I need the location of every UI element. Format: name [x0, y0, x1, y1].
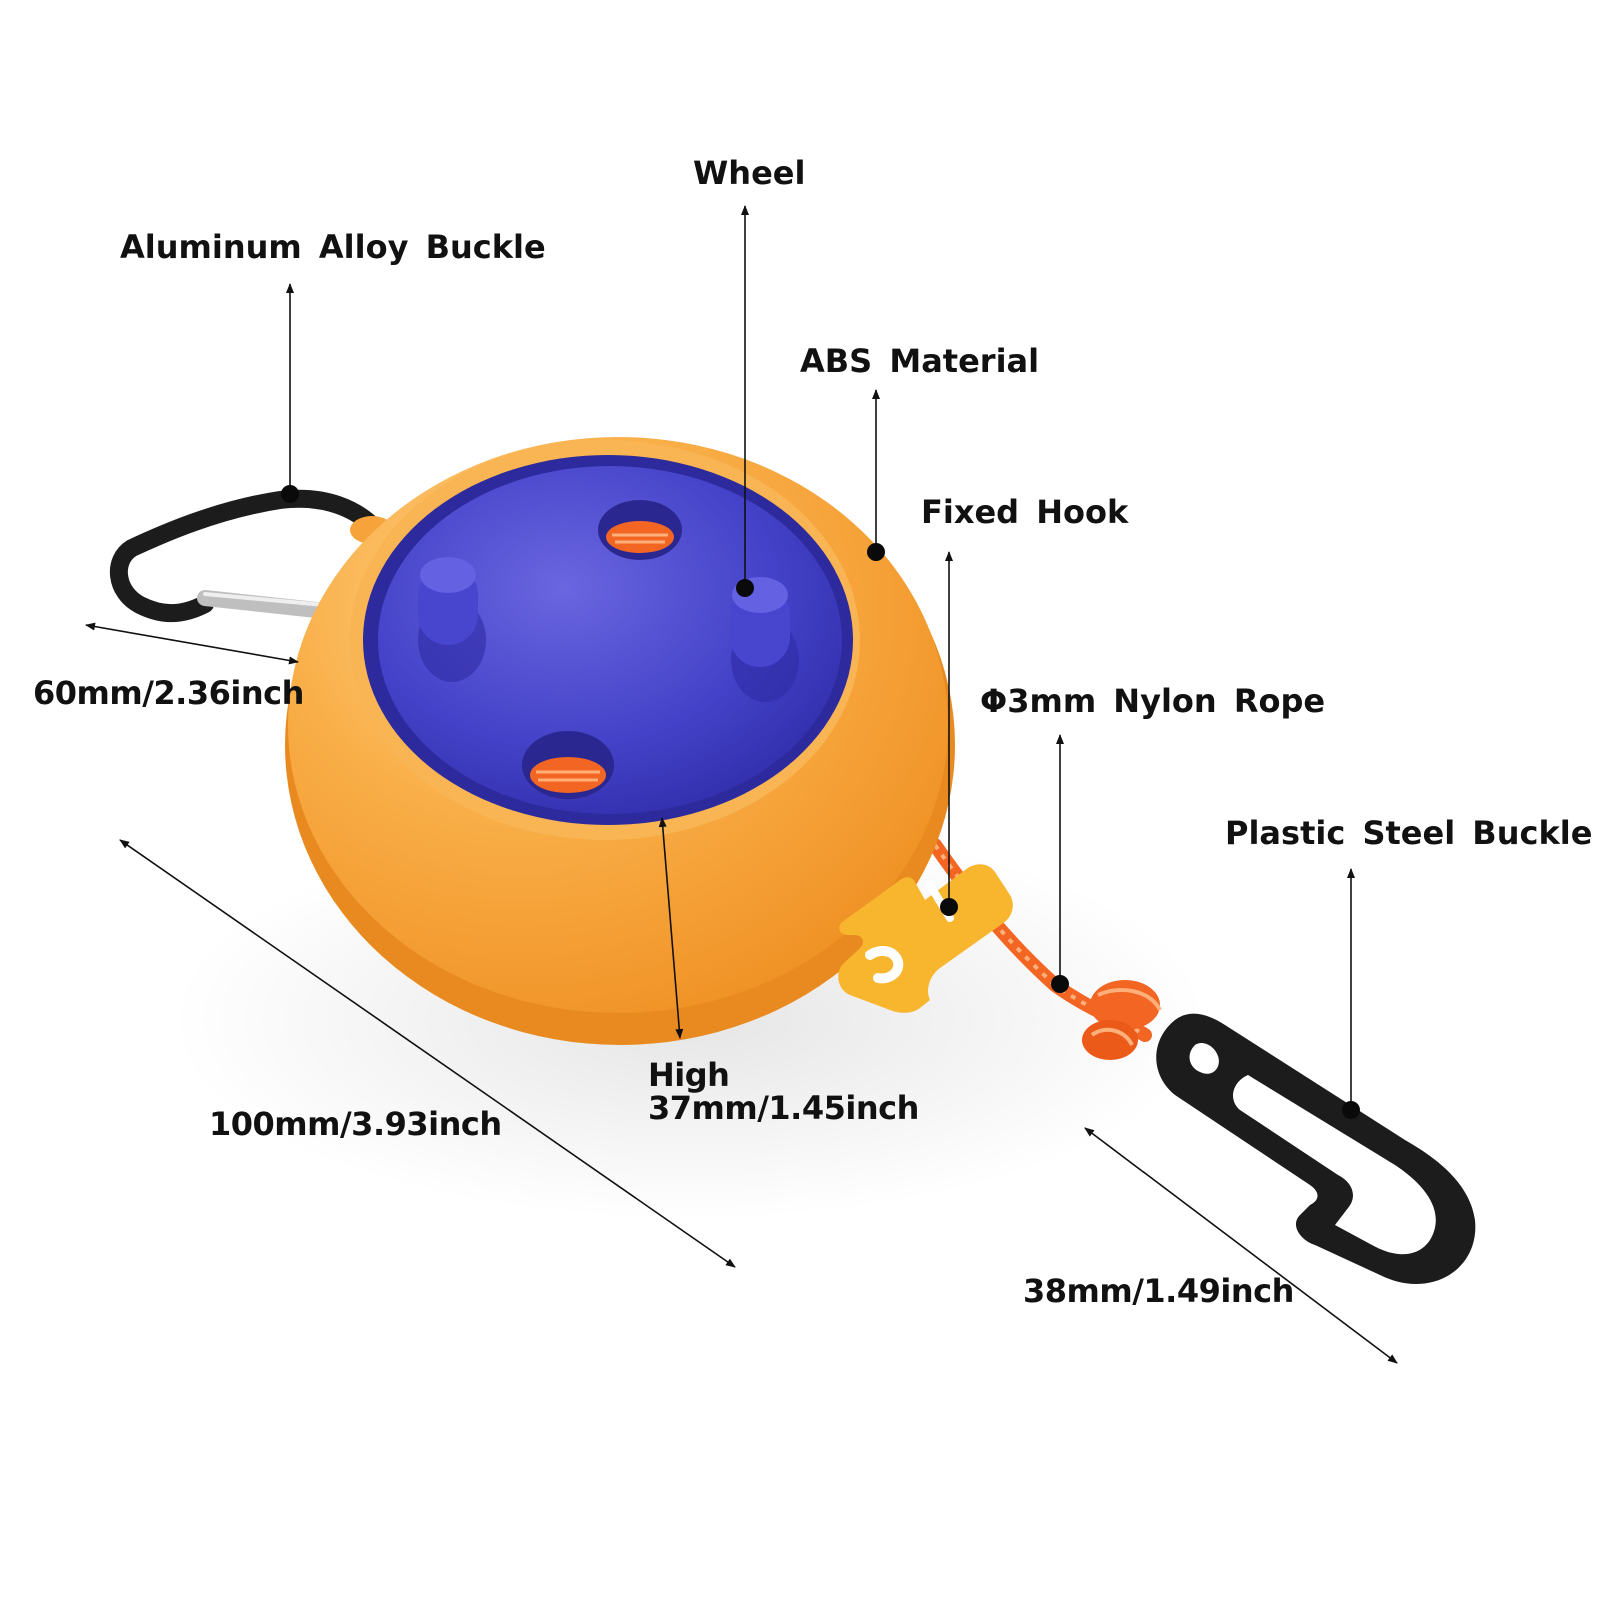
- dot-aluminum-buckle: [281, 485, 299, 503]
- dot-plastic-buckle: [1342, 1101, 1360, 1119]
- label-nylon-rope: Φ3mm Nylon Rope: [980, 682, 1326, 720]
- wheel-peg: [730, 577, 799, 702]
- label-abs-material: ABS Material: [800, 342, 1040, 380]
- label-fixed-hook: Fixed Hook: [921, 493, 1129, 531]
- dim-arrow-width: [85, 622, 299, 665]
- label-plastic-steel-buckle: Plastic Steel Buckle: [1225, 814, 1593, 852]
- plastic-steel-buckle: [1156, 1013, 1476, 1284]
- dimension-width: 60mm/2.36inch: [33, 674, 304, 712]
- dot-wheel: [736, 579, 754, 597]
- dim-arrow-height: [658, 817, 684, 1039]
- dim-arrow-buckle: [1084, 1127, 1398, 1364]
- callout-leaders: [286, 205, 1355, 1110]
- dimension-arrows: [85, 622, 1398, 1364]
- dot-nylon-rope: [1051, 975, 1069, 993]
- dot-abs-material: [867, 543, 885, 561]
- dimension-buckle-length: 38mm/1.49inch: [1023, 1272, 1294, 1310]
- wheel: [363, 455, 853, 825]
- dot-fixed-hook: [940, 898, 958, 916]
- label-wheel: Wheel: [693, 154, 806, 192]
- dimension-length: 100mm/3.93inch: [209, 1105, 502, 1143]
- dimension-height-value: 37mm/1.45inch: [648, 1089, 919, 1127]
- dimension-height-label: High: [648, 1056, 730, 1094]
- dim-arrow-length: [119, 839, 736, 1268]
- label-aluminum-alloy-buckle: Aluminum Alloy Buckle: [120, 228, 546, 266]
- wheel-peg: [418, 557, 486, 682]
- callout-dots: [281, 485, 1360, 1119]
- fixed-hook: [838, 864, 1013, 1013]
